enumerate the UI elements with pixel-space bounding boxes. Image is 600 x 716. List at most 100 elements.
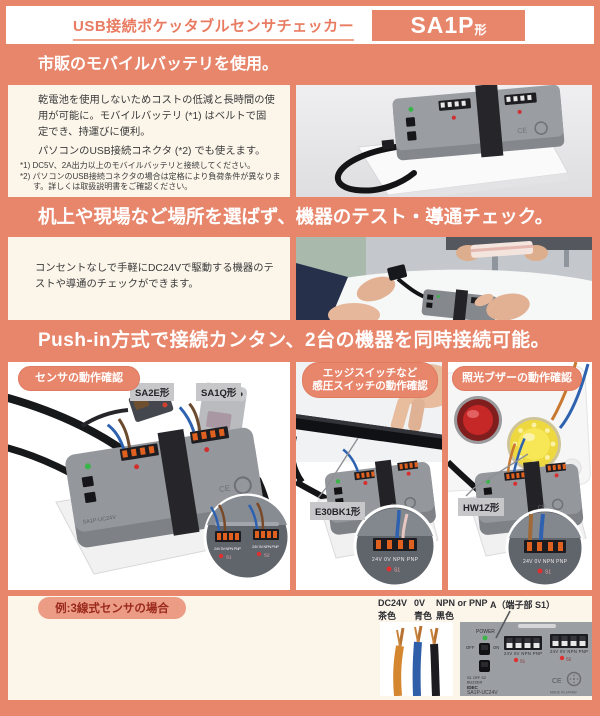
- device-face-photo: POWER OFF ON S1 OFF S2 BUZZER 24V 0V NPN…: [460, 622, 592, 696]
- power-label: POWER: [476, 629, 495, 635]
- ce-mark: CE: [517, 127, 528, 135]
- sensor-check-panel: CE SA1P-UC24V 24V 0V NPN PNP S1: [8, 362, 290, 590]
- checker-device-illustration: CE SA1P-UC24V: [65, 402, 265, 548]
- inset-terminal-label: 24V 0V NPN PNP: [214, 546, 241, 551]
- badge-buzzer-check: 照光ブザーの動作確認: [452, 366, 582, 391]
- model-tag-hw1z: HW1Z形: [458, 498, 505, 516]
- near-person-suit: [296, 263, 348, 320]
- document-in-hands: [470, 240, 534, 258]
- wire-color-blue: 青色: [414, 611, 433, 621]
- badge-sensor-check: センサの動作確認: [18, 366, 140, 391]
- switch-label-row2: BUZZER: [467, 681, 482, 685]
- edge-switch-illustration: CE 24V 0V NPN PNP S1: [296, 362, 442, 590]
- buzzer-grille: [233, 476, 252, 495]
- inset-terminal-label: 24V 0V NPN PNP: [372, 557, 419, 563]
- inset-terminal-label: 24V 0V NPN PNP: [252, 544, 279, 549]
- checker-device-illustration: CE: [474, 437, 584, 535]
- pointer-line: [317, 437, 359, 499]
- wire-head-0v: 0V: [414, 598, 426, 608]
- example-badge: 例:3線式センサの場合: [38, 597, 186, 619]
- pointer-line: [465, 453, 529, 497]
- badge-edge-check: エッジスイッチなど 感圧スイッチの動作確認: [302, 362, 438, 398]
- battery-text-panel: 乾電池を使用しないためコストの低減と長時間の使用が可能に。モバイルバッテリ (*…: [8, 85, 290, 197]
- inset-s2-label: S2: [264, 553, 270, 558]
- terminals-label-s2: 24V 0V NPN PNP: [550, 649, 588, 654]
- example-panel: 1.各電線を「A」の白部分を押しながら端子部に配線します。 2.「POWERスイ…: [8, 596, 592, 700]
- buzzer-grille: [534, 121, 548, 135]
- s1-led: [513, 657, 519, 663]
- inset-s1-label: S1: [394, 568, 400, 574]
- section-heading-battery: 市販のモバイルバッテリを使用。: [38, 56, 279, 73]
- model-tag-e30bk1: E30BK1形: [310, 502, 366, 520]
- battery-photo-illustration: CE: [296, 85, 592, 197]
- battery-body-1: 乾電池を使用しないためコストの低減と長時間の使用が可能に。モバイルバッテリ (*…: [38, 95, 275, 138]
- wires-photo: [380, 622, 453, 696]
- on-label: ON: [493, 645, 499, 650]
- section-heading-pushin: Push-in方式で接続カンタン、2台の機器を同時接続可能。: [38, 330, 551, 351]
- left-hand: [356, 276, 396, 302]
- fixing-belt: [157, 429, 200, 536]
- brown-wire: [393, 645, 404, 696]
- device-model-print: SA1P-UC24V: [467, 690, 498, 696]
- wire-head-npn-pnp: NPN or PNP: [436, 598, 488, 608]
- edge-switch-panel: CE 24V 0V NPN PNP S1 E30BK1形: [296, 362, 442, 590]
- cable: [296, 436, 305, 484]
- terminal-inset: 24V 0V NPN PNP S1: [505, 508, 585, 588]
- black-wire: [430, 643, 440, 696]
- terminal-a-label: A（端子部 S1）: [490, 600, 556, 610]
- battery-note-2: *2) パソコンのUSB接続コネクタの場合は定格により負荷条件が異なります。詳し…: [20, 171, 281, 192]
- made-in-label: MADE IN JAPAN: [550, 691, 577, 695]
- terminal-block-s2: [550, 634, 588, 648]
- model-name: SA1P: [410, 12, 475, 38]
- wire-color-black: 黒色: [436, 611, 455, 621]
- buzzer-check-panel: CE 24V 0V NPN PNP S1 HW1Z形: [448, 362, 592, 590]
- anywhere-body: コンセントなしで手軽にDC24Vで駆動する機器のテストや導通のチェックができます…: [35, 263, 274, 290]
- blue-wire: [412, 641, 422, 696]
- anywhere-text-panel: コンセントなしで手軽にDC24Vで駆動する機器のテストや導通のチェックができます…: [8, 237, 290, 320]
- model-suffix: 形: [474, 22, 487, 37]
- power-led: [482, 635, 488, 641]
- battery-note-1: *1) DC5V、2A出力以上のモバイルバッテリと接続してください。: [20, 161, 256, 170]
- device-face-illustration: POWER OFF ON S1 OFF S2 BUZZER 24V 0V NPN…: [460, 622, 592, 696]
- terminal-inset: 24V 0V NPN PNP S1: [353, 504, 437, 588]
- page-title: USB接続ポケッタブルセンサチェッカー: [73, 15, 355, 41]
- wires-illustration: [380, 622, 453, 696]
- anywhere-photo: [296, 237, 592, 320]
- off-label: OFF: [466, 645, 475, 650]
- wire-color-brown: 茶色: [378, 611, 397, 621]
- device-model-print: SA1P-UC24V: [82, 515, 116, 526]
- ce-mark: CE: [552, 678, 562, 685]
- edge-switch-bar: [296, 413, 442, 450]
- inset-s1-label: S1: [545, 570, 551, 576]
- switch-label-row1: S1 OFF S2: [467, 676, 486, 680]
- buzzer-check-illustration: CE 24V 0V NPN PNP S1: [448, 362, 592, 590]
- terminal-block-s1: [504, 636, 542, 650]
- terminal-a-pointer: [495, 610, 511, 639]
- model-tag-sa1q: SA1Q形: [196, 383, 242, 401]
- battery-body-2: パソコンのUSB接続コネクタ (*2) でも使えます。: [38, 146, 266, 157]
- blue-wire: [558, 363, 590, 429]
- right-hand: [486, 293, 530, 320]
- badge-edge-line1: エッジスイッチなど: [322, 366, 418, 379]
- checker-device-illustration: CE: [392, 85, 565, 161]
- battery-photo: CE: [296, 85, 592, 197]
- fixing-belt: [475, 85, 504, 158]
- table-scene-illustration: [296, 237, 592, 320]
- usb-plug: [381, 139, 395, 150]
- s2-label: S2: [566, 657, 572, 662]
- s1-label: S1: [520, 659, 526, 664]
- terminal-inset: 24V 0V NPN PNP S1 24V 0V NPN PNP S2: [203, 493, 290, 581]
- sensor-check-illustration: CE SA1P-UC24V 24V 0V NPN PNP S1: [8, 362, 290, 590]
- inset-s1-label: S1: [226, 555, 232, 560]
- power-led: [408, 106, 414, 112]
- brand-label: IDEC: [467, 685, 479, 690]
- ce-mark: CE: [218, 483, 230, 494]
- usb-cable: [334, 144, 417, 194]
- model-tag-sa2e: SA2E形: [130, 383, 175, 401]
- red-buzzer-illustration: [454, 396, 502, 444]
- terminals-label-s1: 24V 0V NPN PNP: [504, 651, 542, 656]
- ce-mark: CE: [538, 505, 547, 512]
